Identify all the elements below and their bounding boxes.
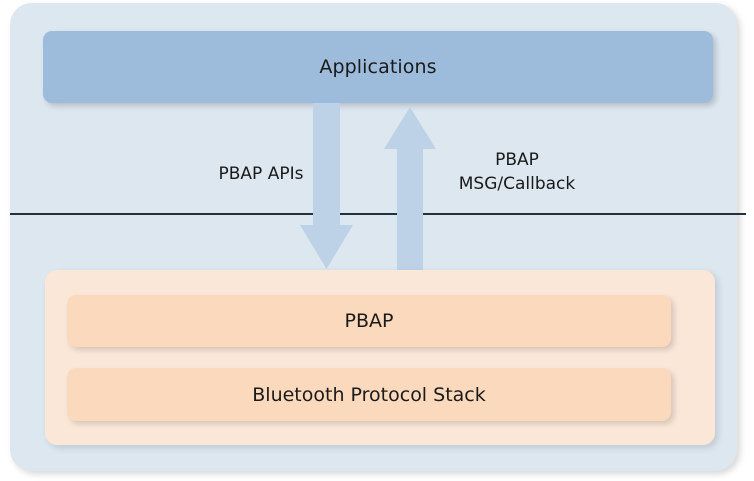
layer-divider — [10, 213, 746, 215]
architecture-container: Applications PBAP APIs PBAP MSG/Callback… — [10, 3, 746, 471]
applications-block[interactable]: Applications — [43, 31, 713, 103]
stack-block-bluetooth-protocol-stack[interactable]: Bluetooth Protocol Stack — [67, 368, 671, 421]
stack-block-pbap-label: PBAP — [344, 310, 394, 332]
applications-block-label: Applications — [319, 56, 437, 78]
arrow-down-icon — [300, 103, 353, 269]
stack-block-bluetooth-protocol-stack-label: Bluetooth Protocol Stack — [252, 383, 486, 406]
flow-label-pbap-apis: PBAP APIs — [218, 164, 304, 184]
flow-label-pbap-msg-callback: PBAP MSG/Callback — [458, 150, 576, 194]
stack-block-pbap[interactable]: PBAP — [67, 295, 671, 347]
protocol-stack-panel: PBAP Bluetooth Protocol Stack — [45, 270, 715, 445]
arrow-up-icon — [384, 107, 436, 273]
